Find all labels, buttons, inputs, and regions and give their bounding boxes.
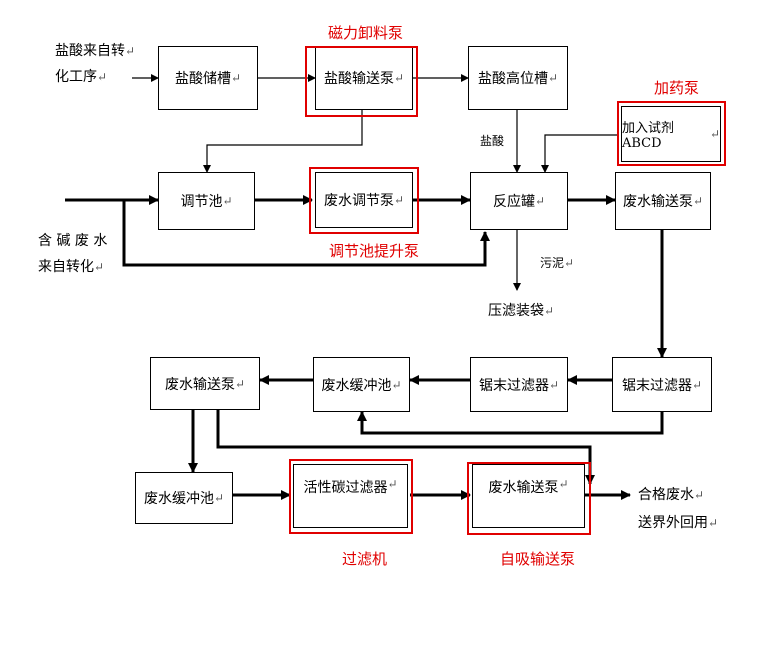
hcl-storage-box: 盐酸储槽↵ (158, 46, 258, 110)
filter-bag-label: 压滤装袋↵ (488, 303, 555, 319)
sawdust-filter-left-box: 锯末过滤器↵ (470, 357, 568, 412)
line-reagent-to-reactor (541, 134, 617, 173)
transfer-pump-1-box: 废水输送泵↵ (615, 172, 711, 230)
line-pump-to-regulating (203, 110, 363, 173)
annotation-self-priming-pump: 自吸输送泵 (500, 550, 576, 568)
carbon-filter-box: 活性碳过滤器↵ (293, 464, 408, 528)
reagent-box: 加入试剂ABCD↵ (621, 106, 721, 162)
wastewater-regulating-pump-box: 废水调节泵↵ (315, 172, 413, 228)
buffer-tank-2-box: 废水缓冲池↵ (135, 472, 233, 524)
transfer-pump-2-box: 废水输送泵↵ (150, 357, 260, 410)
highlight-magnetic-pump (305, 46, 418, 117)
highlight-lift-pump (309, 167, 419, 234)
line-return-to-buffer (357, 411, 664, 435)
annotation-dosing-pump: 加药泵 (654, 79, 700, 97)
annotation-filter-machine: 过滤机 (342, 550, 388, 568)
sawdust-filter-right-box: 锯末过滤器↵ (612, 357, 712, 412)
hcl-label: 盐酸 (480, 134, 505, 148)
annotation-magnetic-pump: 磁力卸料泵 (328, 24, 404, 42)
highlight-self-priming-pump (467, 462, 591, 535)
hcl-pump-box: 盐酸输送泵↵ (315, 46, 413, 110)
hcl-source-line1: 盐酸来自转↵ (55, 43, 136, 59)
reactor-box: 反应罐↵ (470, 172, 568, 230)
annotation-lift-pump: 调节池提升泵 (329, 242, 420, 260)
buffer-tank-1-box: 废水缓冲池↵ (313, 357, 410, 412)
regulating-tank-box: 调节池↵ (158, 172, 255, 230)
highlight-filter-machine (289, 459, 413, 534)
line-bypass-to-reactor (122, 200, 490, 267)
output-line2: 送界外回用↵ (638, 515, 719, 531)
output-line1: 合格废水↵ (638, 487, 705, 503)
hcl-high-tank-box: 盐酸高位槽↵ (468, 46, 568, 110)
highlight-dosing-pump (617, 101, 726, 166)
sludge-label: 污泥↵ (540, 256, 575, 270)
wastewater-source-line2: 来自转化↵ (38, 259, 105, 275)
hcl-source-line2: 化工序↵ (55, 69, 108, 85)
wastewater-source-line1: 含 碱 废 水 (38, 233, 108, 249)
transfer-pump-3-box: 废水输送泵↵ (472, 464, 585, 528)
